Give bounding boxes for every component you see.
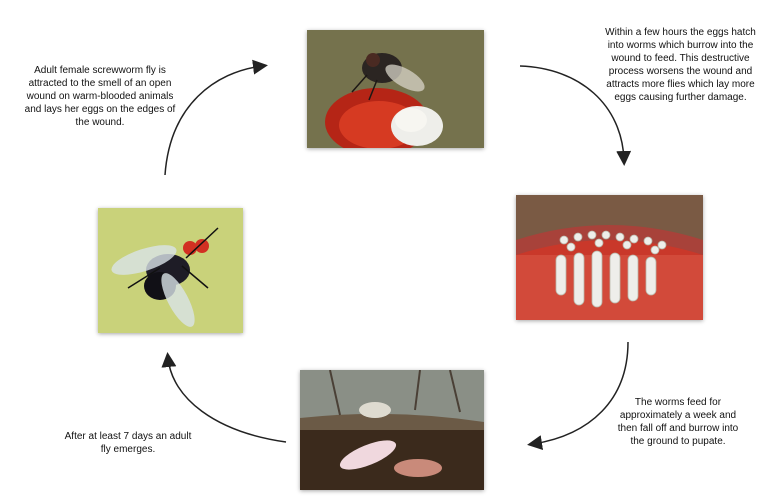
arrow-larvae-to-soil	[527, 341, 629, 450]
caption-worms-feed: The worms feed for approximately a week …	[617, 397, 739, 447]
caption-adult-emerges: After at least 7 days an adult fly emerg…	[64, 431, 192, 455]
arrow-adult-to-wound	[164, 59, 268, 176]
caption-eggs-hatch: Within a few hours the eggs hatch into w…	[605, 27, 756, 103]
arrow-soil-to-adult	[161, 352, 287, 443]
caption-adult-female: Adult female screwworm fly is attracted …	[24, 65, 176, 128]
adult-fly-image	[98, 208, 243, 333]
larvae-in-wound-image	[516, 195, 703, 320]
arrow-wound-to-larvae	[519, 65, 632, 166]
fly-on-wound-image	[307, 30, 484, 148]
pupae-in-soil-image	[300, 370, 484, 490]
